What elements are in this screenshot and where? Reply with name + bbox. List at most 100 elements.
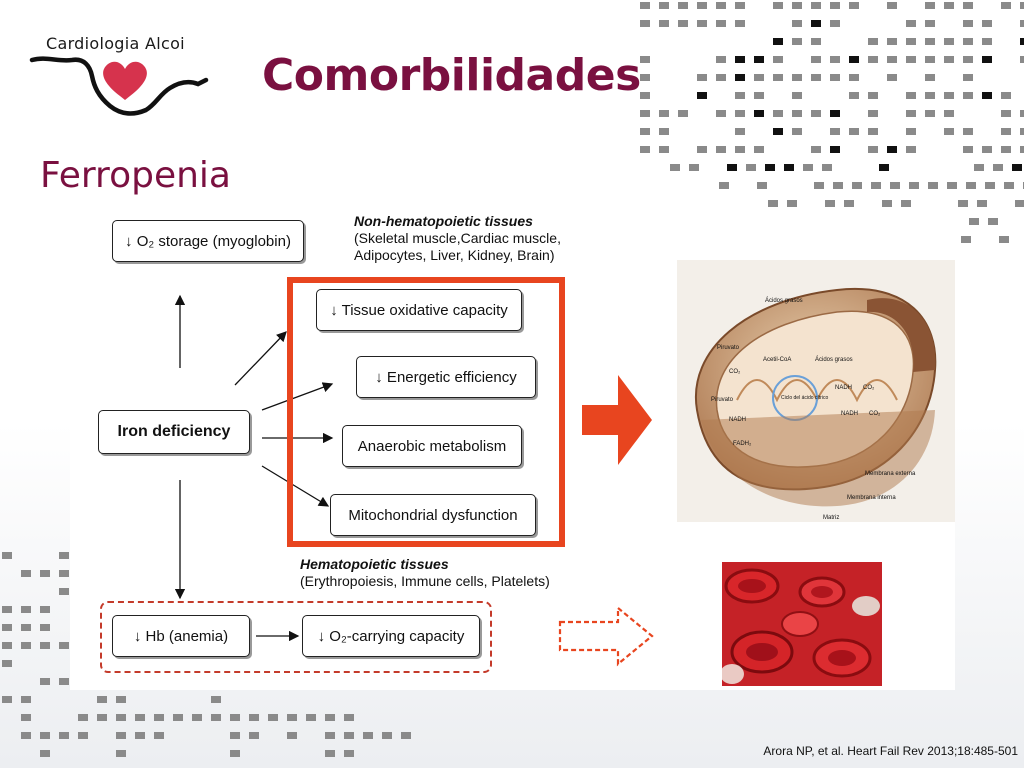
decorative-square	[716, 20, 726, 27]
decorative-square	[811, 110, 821, 117]
decorative-square	[287, 714, 297, 721]
label-piruvato: Piruvato	[711, 397, 734, 403]
decorative-square	[887, 74, 897, 81]
decorative-square	[59, 642, 69, 649]
dashed-arrow-icon	[558, 605, 654, 667]
decorative-square	[977, 200, 987, 207]
decorative-square	[909, 182, 919, 189]
decorative-square	[659, 2, 669, 9]
decorative-square	[1020, 128, 1024, 135]
decorative-square	[963, 2, 973, 9]
caption-hematopoietic: Hematopoietic tissues (Erythropoiesis, I…	[300, 556, 550, 590]
decorative-square	[849, 56, 859, 63]
decorative-square	[944, 2, 954, 9]
decorative-square	[988, 218, 998, 225]
decorative-square	[792, 20, 802, 27]
decorative-square	[757, 182, 767, 189]
decorative-square	[746, 164, 756, 171]
decorative-square	[887, 2, 897, 9]
decorative-square	[40, 750, 50, 757]
red-blood-cells-image	[722, 562, 882, 686]
decorative-square	[928, 182, 938, 189]
decorative-square	[890, 182, 900, 189]
decorative-square	[1012, 164, 1022, 171]
decorative-square	[192, 714, 202, 721]
decorative-square	[2, 624, 12, 631]
decorative-square	[773, 38, 783, 45]
decorative-square	[792, 110, 802, 117]
decorative-square	[792, 38, 802, 45]
decorative-square	[640, 2, 650, 9]
decorative-square	[849, 74, 859, 81]
decorative-square	[78, 714, 88, 721]
decorative-square	[640, 128, 650, 135]
decorative-square	[925, 74, 935, 81]
label-piruvato: Piruvato	[717, 345, 740, 351]
decorative-square	[852, 182, 862, 189]
decorative-square	[640, 20, 650, 27]
decorative-square	[59, 588, 69, 595]
decorative-square	[969, 218, 979, 225]
decorative-square	[135, 732, 145, 739]
decorative-square	[925, 2, 935, 9]
decorative-square	[40, 606, 50, 613]
decorative-square	[154, 714, 164, 721]
decorative-square	[982, 56, 992, 63]
decorative-square	[382, 732, 392, 739]
red-arrow-icon	[582, 375, 652, 465]
decorative-square	[830, 128, 840, 135]
decorative-square	[735, 2, 745, 9]
decorative-square	[906, 92, 916, 99]
decorative-square	[811, 38, 821, 45]
decorative-square	[925, 56, 935, 63]
decorative-square	[697, 2, 707, 9]
decorative-square	[985, 182, 995, 189]
decorative-square	[21, 696, 31, 703]
decorative-square	[947, 182, 957, 189]
decorative-square	[944, 92, 954, 99]
decorative-square	[40, 570, 50, 577]
decorative-square	[230, 750, 240, 757]
decorative-square	[906, 38, 916, 45]
decorative-square	[1020, 56, 1024, 63]
decorative-square	[792, 2, 802, 9]
label-membrana-externa: Membrana externa	[865, 471, 916, 477]
decorative-square	[344, 732, 354, 739]
decorative-square	[754, 74, 764, 81]
decorative-square	[830, 2, 840, 9]
decorative-square	[719, 182, 729, 189]
decorative-square	[40, 624, 50, 631]
box-hb-anemia: ↓ Hb (anemia)	[112, 615, 250, 657]
decorative-square	[344, 750, 354, 757]
citation: Arora NP, et al. Heart Fail Rev 2013;18:…	[763, 744, 1018, 758]
decorative-square	[97, 714, 107, 721]
decorative-square	[116, 714, 126, 721]
decorative-square	[716, 146, 726, 153]
decorative-square	[116, 696, 126, 703]
caption-line: Adipocytes, Liver, Kidney, Brain)	[354, 247, 555, 263]
label-ciclo: Ciclo del ácido cítrico	[781, 395, 829, 401]
decorative-square	[716, 74, 726, 81]
decorative-square	[1004, 182, 1014, 189]
mitochondrion-illustration: Ácidos grasos Piruvato CO₂ Acetil-CoA Ác…	[677, 260, 955, 522]
decorative-square	[659, 128, 669, 135]
decorative-square	[735, 92, 745, 99]
decorative-square	[640, 56, 650, 63]
decorative-square	[344, 714, 354, 721]
decorative-square	[982, 20, 992, 27]
box-anaerobic: Anaerobic metabolism	[342, 425, 522, 467]
decorative-square	[2, 696, 12, 703]
decorative-square	[716, 2, 726, 9]
label-fadh2: FADH₂	[733, 441, 752, 447]
decorative-square	[1020, 20, 1024, 27]
decorative-square	[154, 732, 164, 739]
label-membrana-interna: Membrana interna	[847, 495, 896, 501]
decorative-square	[925, 110, 935, 117]
decorative-square	[944, 128, 954, 135]
decorative-square	[1020, 146, 1024, 153]
decorative-square	[735, 20, 745, 27]
decorative-square	[40, 732, 50, 739]
decorative-square	[830, 20, 840, 27]
decorative-square	[887, 38, 897, 45]
decorative-square	[814, 182, 824, 189]
